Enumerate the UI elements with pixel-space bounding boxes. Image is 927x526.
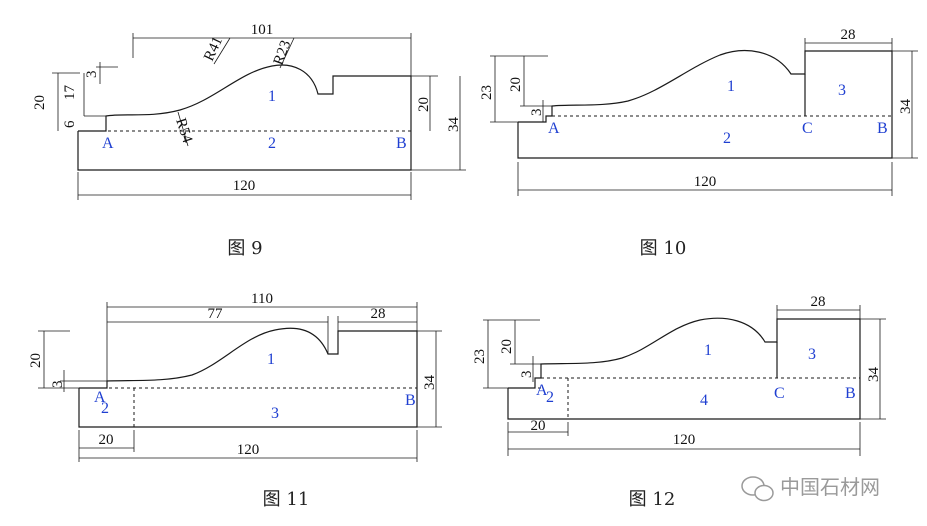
dim-120: 120 [233, 178, 256, 194]
watermark-text: 中国石材网 [780, 475, 880, 499]
dim-3: 3 [50, 381, 66, 389]
region-1: 1 [727, 78, 735, 95]
dim-28: 28 [371, 306, 386, 322]
point-c: C [802, 120, 813, 137]
dim-23: 23 [472, 349, 488, 364]
dim-20: 20 [499, 339, 515, 354]
region-2: 2 [268, 135, 276, 152]
region-2: 2 [723, 130, 731, 147]
dim-120: 120 [237, 442, 260, 458]
point-a: A [102, 135, 114, 152]
dim-20-bottom: 20 [99, 432, 114, 448]
point-b: B [877, 120, 888, 137]
dim-34: 34 [866, 367, 882, 383]
region-3: 3 [271, 405, 279, 422]
dim-20: 20 [508, 77, 524, 92]
dim-20: 20 [28, 353, 44, 368]
caption-fig11: 图 11 [263, 489, 310, 510]
point-a: A [94, 389, 106, 406]
region-3: 3 [838, 82, 846, 99]
wechat-icon [741, 476, 774, 502]
caption-fig12: 图 12 [629, 489, 676, 510]
figure-10: 28 23 20 3 34 120 1 2 3 A C B 图 10 [479, 27, 918, 259]
dim-r54: R54 [172, 116, 195, 145]
point-c: C [774, 385, 785, 402]
dim-6: 6 [62, 120, 78, 128]
dim-120: 120 [673, 432, 696, 448]
region-2: 2 [101, 400, 109, 417]
region-1: 1 [268, 88, 276, 105]
dim-28: 28 [811, 294, 826, 310]
dim-3: 3 [84, 71, 100, 79]
watermark: 中国石材网 [741, 475, 880, 502]
dim-20-bottom: 20 [531, 418, 546, 434]
region-3: 3 [808, 346, 816, 363]
dim-110: 110 [251, 291, 273, 307]
dim-34: 34 [898, 99, 914, 115]
dim-120: 120 [694, 174, 717, 190]
caption-fig9: 图 9 [227, 238, 262, 259]
figure-11: 110 77 28 20 3 34 20 120 1 2 3 A B 图 11 [28, 291, 442, 510]
point-b: B [396, 135, 407, 152]
dim-20-right: 20 [416, 97, 432, 112]
dim-r23: R23 [271, 38, 295, 67]
dim-28: 28 [841, 27, 856, 43]
dim-r41: R41 [201, 34, 226, 63]
dim-3: 3 [529, 109, 545, 117]
point-b: B [845, 385, 856, 402]
dim-3: 3 [519, 371, 535, 379]
point-a: A [536, 382, 548, 399]
region-4: 4 [700, 392, 708, 409]
caption-fig10: 图 10 [640, 238, 687, 259]
point-b: B [405, 392, 416, 409]
region-1: 1 [704, 342, 712, 359]
dim-101: 101 [251, 22, 274, 38]
dim-17: 17 [62, 85, 78, 101]
figure-9: 101 R41 R23 R54 3 17 20 6 20 34 120 1 2 … [32, 22, 466, 259]
dim-34: 34 [422, 375, 438, 391]
dim-20-left: 20 [32, 95, 48, 110]
dim-34: 34 [446, 117, 462, 133]
dim-23: 23 [479, 85, 495, 100]
point-a: A [548, 120, 560, 137]
region-1: 1 [267, 351, 275, 368]
figure-12: 28 23 20 3 34 20 120 1 2 3 4 A C B 图 12 [472, 294, 886, 510]
region-2: 2 [546, 389, 554, 406]
dim-77: 77 [208, 306, 224, 322]
